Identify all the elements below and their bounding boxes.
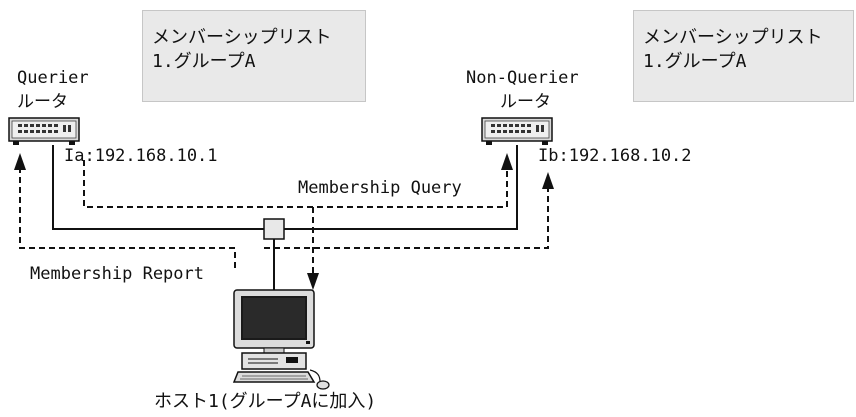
arrowheads xyxy=(14,153,554,290)
report-dashed-line xyxy=(19,170,236,268)
membership-query-label: Membership Query xyxy=(298,178,462,198)
membership-list-entry: 1.グループA xyxy=(643,51,747,72)
query-path xyxy=(83,160,508,274)
query-dashed-line xyxy=(83,160,508,208)
membership-list-title: メンバーシップリスト xyxy=(643,27,823,48)
querier-role-label: Querier xyxy=(17,68,89,88)
non-querier-role-label: Non-Querier xyxy=(466,68,579,88)
report-path xyxy=(19,170,549,268)
router-icon xyxy=(8,117,80,145)
arrow-up-non-querier-query xyxy=(501,153,513,170)
desktop-computer-icon xyxy=(232,289,330,390)
arrow-up-querier xyxy=(14,153,26,170)
arrow-down-host xyxy=(307,273,319,290)
querier-interface-label: Ia:192.168.10.1 xyxy=(64,146,218,166)
non-querier-type-label: ルータ xyxy=(500,92,551,112)
report-dashed-right xyxy=(264,188,549,249)
membership-list-left: メンバーシップリスト 1.グループA xyxy=(142,10,366,102)
membership-report-label: Membership Report xyxy=(30,264,204,284)
membership-list-entry: 1.グループA xyxy=(152,51,256,72)
non-querier-interface-label: Ib:192.168.10.2 xyxy=(538,146,692,166)
cable-non-querier-to-hub xyxy=(284,145,518,230)
querier-type-label: ルータ xyxy=(17,92,68,112)
membership-list-title: メンバーシップリスト xyxy=(152,27,332,48)
cable-querier-to-hub xyxy=(52,145,264,230)
host-label: ホスト1(グループAに加入) xyxy=(154,391,377,412)
arrow-up-non-querier-report xyxy=(542,172,554,189)
network-hub-icon xyxy=(263,218,285,240)
router-icon xyxy=(481,117,553,145)
membership-list-right: メンバーシップリスト 1.グループA xyxy=(633,10,854,102)
